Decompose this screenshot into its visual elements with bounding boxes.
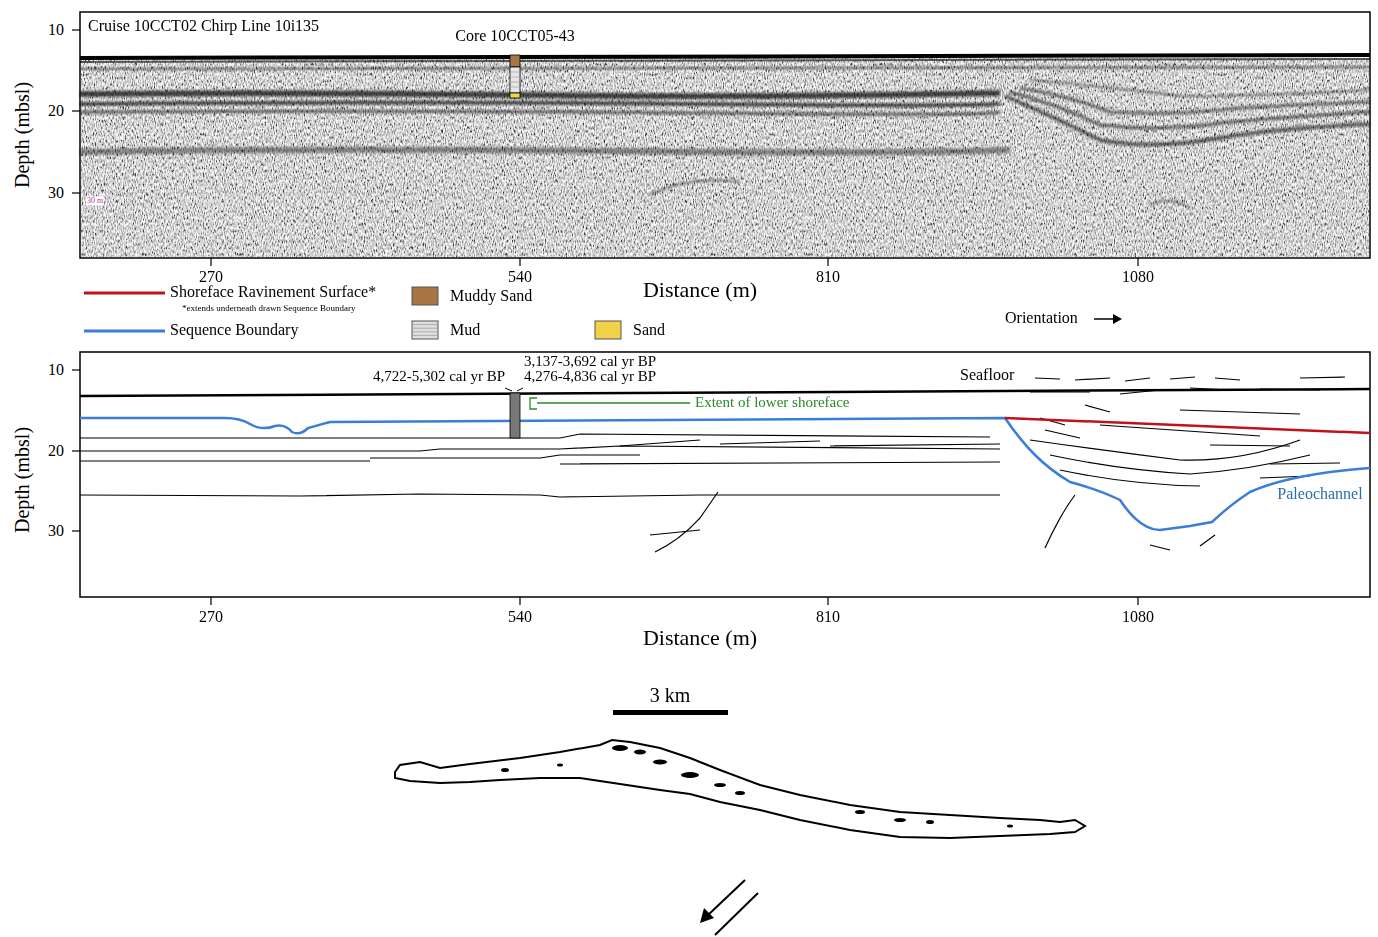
annotation: Extent of lower shoreface: [695, 394, 850, 411]
axis-title: Depth (mbsl): [11, 82, 34, 188]
tick-label: 1080: [1122, 268, 1154, 286]
annotation: Seafloor: [960, 366, 1014, 384]
legend-hatch: [413, 331, 437, 332]
legend-swatch: [412, 321, 438, 339]
tick-label: 1080: [1122, 608, 1154, 626]
tick-label: 810: [816, 268, 840, 286]
date-label: 4,276-4,836 cal yr BP: [524, 368, 656, 385]
direction-arrow: [700, 880, 758, 935]
chirp-profile: [80, 12, 1370, 258]
tick-label: 540: [508, 608, 532, 626]
tick-label: 20: [48, 442, 64, 460]
tick-label: 30: [48, 522, 64, 540]
scale-bar: [613, 710, 728, 715]
legend-note: *extends underneath drawn Sequence Bound…: [182, 303, 355, 313]
tick-label: 270: [199, 608, 223, 626]
tick-label: 20: [48, 102, 64, 120]
annotation: Paleochannel: [1277, 485, 1362, 503]
date-label: 4,722-5,302 cal yr BP: [373, 368, 505, 385]
legend-label: Mud: [450, 321, 480, 339]
axis-title: Distance (m): [643, 625, 757, 650]
date-label: 3,137-3,692 cal yr BP: [524, 353, 656, 370]
orientation-arrow: [1094, 314, 1122, 324]
legend-hatch: [413, 324, 437, 325]
panel-title: Cruise 10CCT02 Chirp Line 10i135: [88, 17, 319, 35]
axis-title: Depth (mbsl): [11, 427, 34, 533]
legend-label: Sand: [633, 321, 665, 339]
legend-label: Sequence Boundary: [170, 321, 298, 339]
axis-title: Distance (m): [643, 277, 757, 302]
legend-hatch: [413, 335, 437, 336]
interpretation: [80, 352, 1370, 597]
tick-label: 540: [508, 268, 532, 286]
scale-note: 30 m: [86, 196, 104, 205]
legend-label: Muddy Sand: [450, 287, 532, 305]
legend-label: Shoreface Ravinement Surface*: [170, 283, 376, 301]
tick-label: 30: [48, 184, 64, 202]
orientation-label: Orientation: [1005, 309, 1078, 327]
tick-label: 810: [816, 608, 840, 626]
axis-ticks: [72, 370, 1138, 605]
legend-line: [84, 292, 165, 295]
tick-label: 10: [48, 21, 64, 39]
island-map: [395, 740, 1085, 838]
axis-ticks: [72, 30, 1138, 266]
legend-hatch: [413, 328, 437, 329]
legend-swatch: [412, 287, 438, 305]
tick-label: 10: [48, 361, 64, 379]
legend-line: [84, 330, 165, 333]
core-label: Core 10CCT05-43: [455, 27, 575, 45]
legend-swatch: [595, 321, 621, 339]
scale-label: 3 km: [650, 684, 691, 707]
